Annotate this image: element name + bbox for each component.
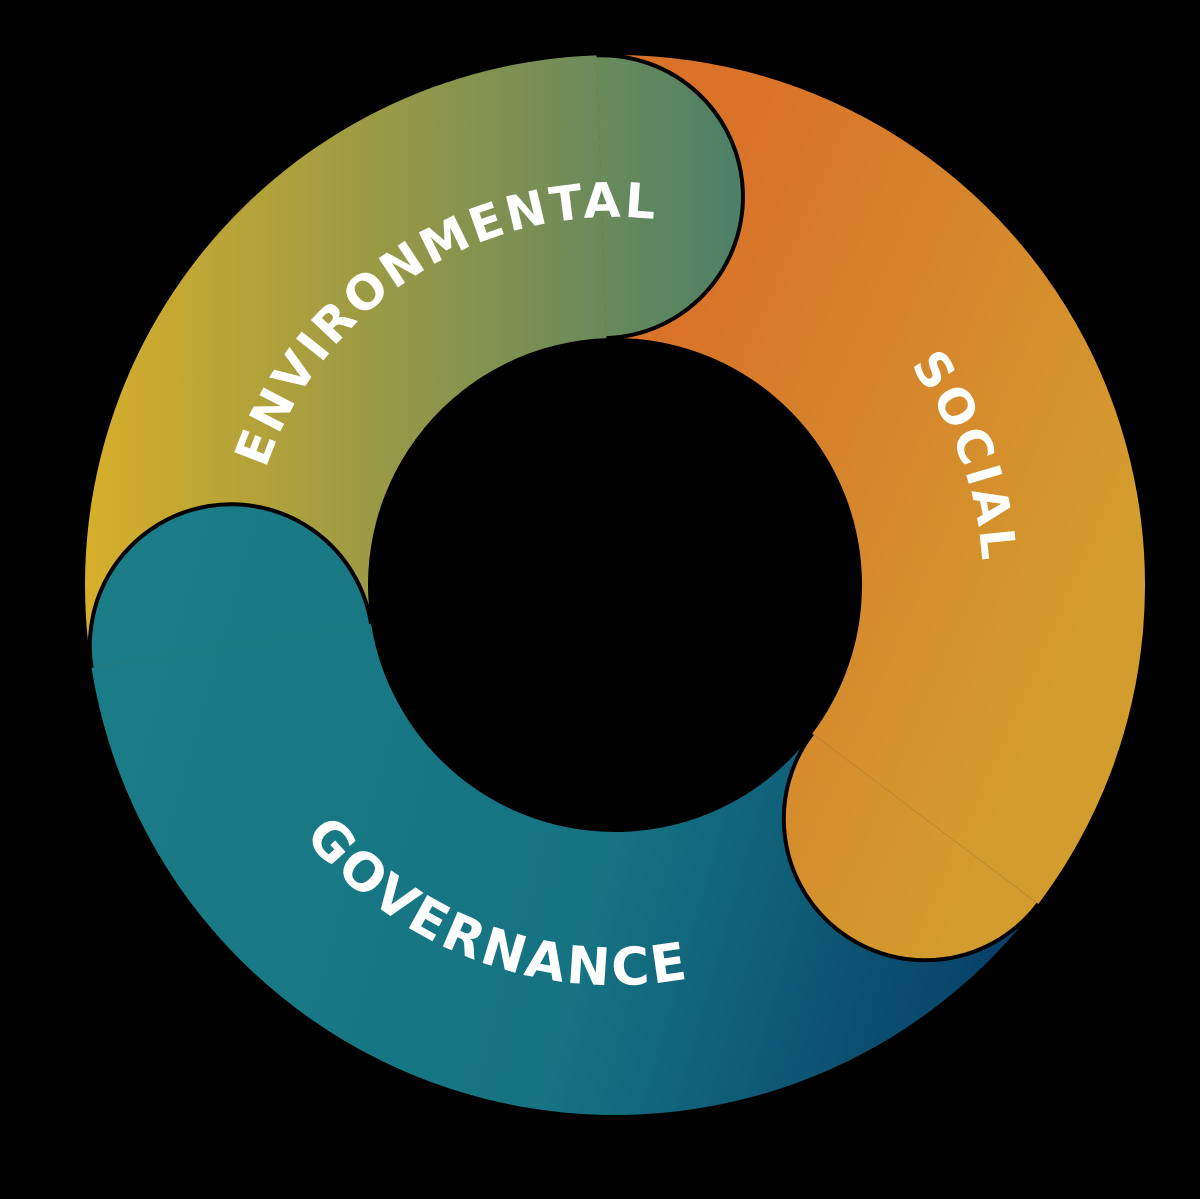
segment-social — [596, 55, 1146, 904]
segment-environmental-cap — [596, 53, 745, 341]
segment-social-cap — [781, 732, 1040, 963]
segment-governance-cap — [87, 502, 374, 669]
segment-governance — [91, 623, 1039, 1116]
